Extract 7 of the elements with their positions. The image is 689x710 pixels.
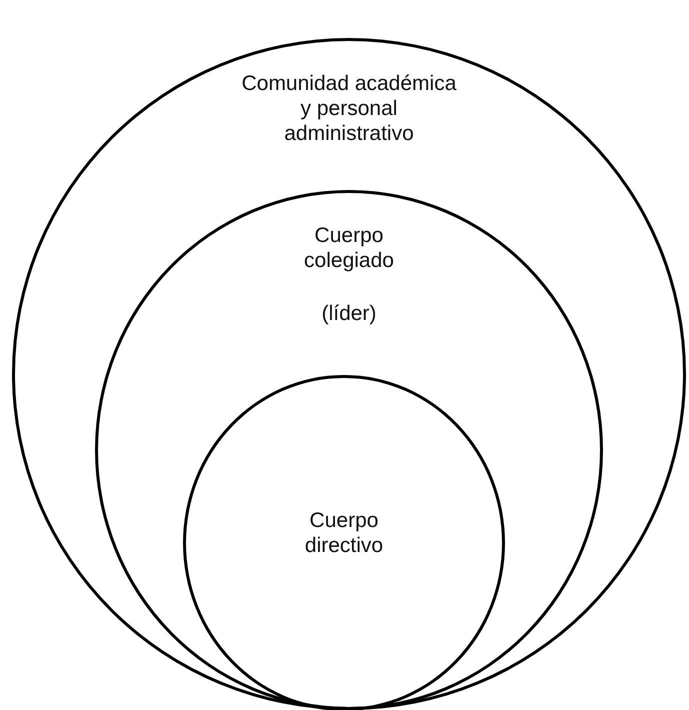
circle-label: Cuerpo colegiado xyxy=(303,223,395,273)
circle-label: Cuerpo directivo xyxy=(304,508,384,558)
circle-label: Comunidad académica y personal administrativo xyxy=(240,71,458,146)
circle xyxy=(12,38,686,710)
circle-label: (líder) xyxy=(320,301,378,326)
circle xyxy=(183,375,505,710)
circle xyxy=(95,190,603,710)
